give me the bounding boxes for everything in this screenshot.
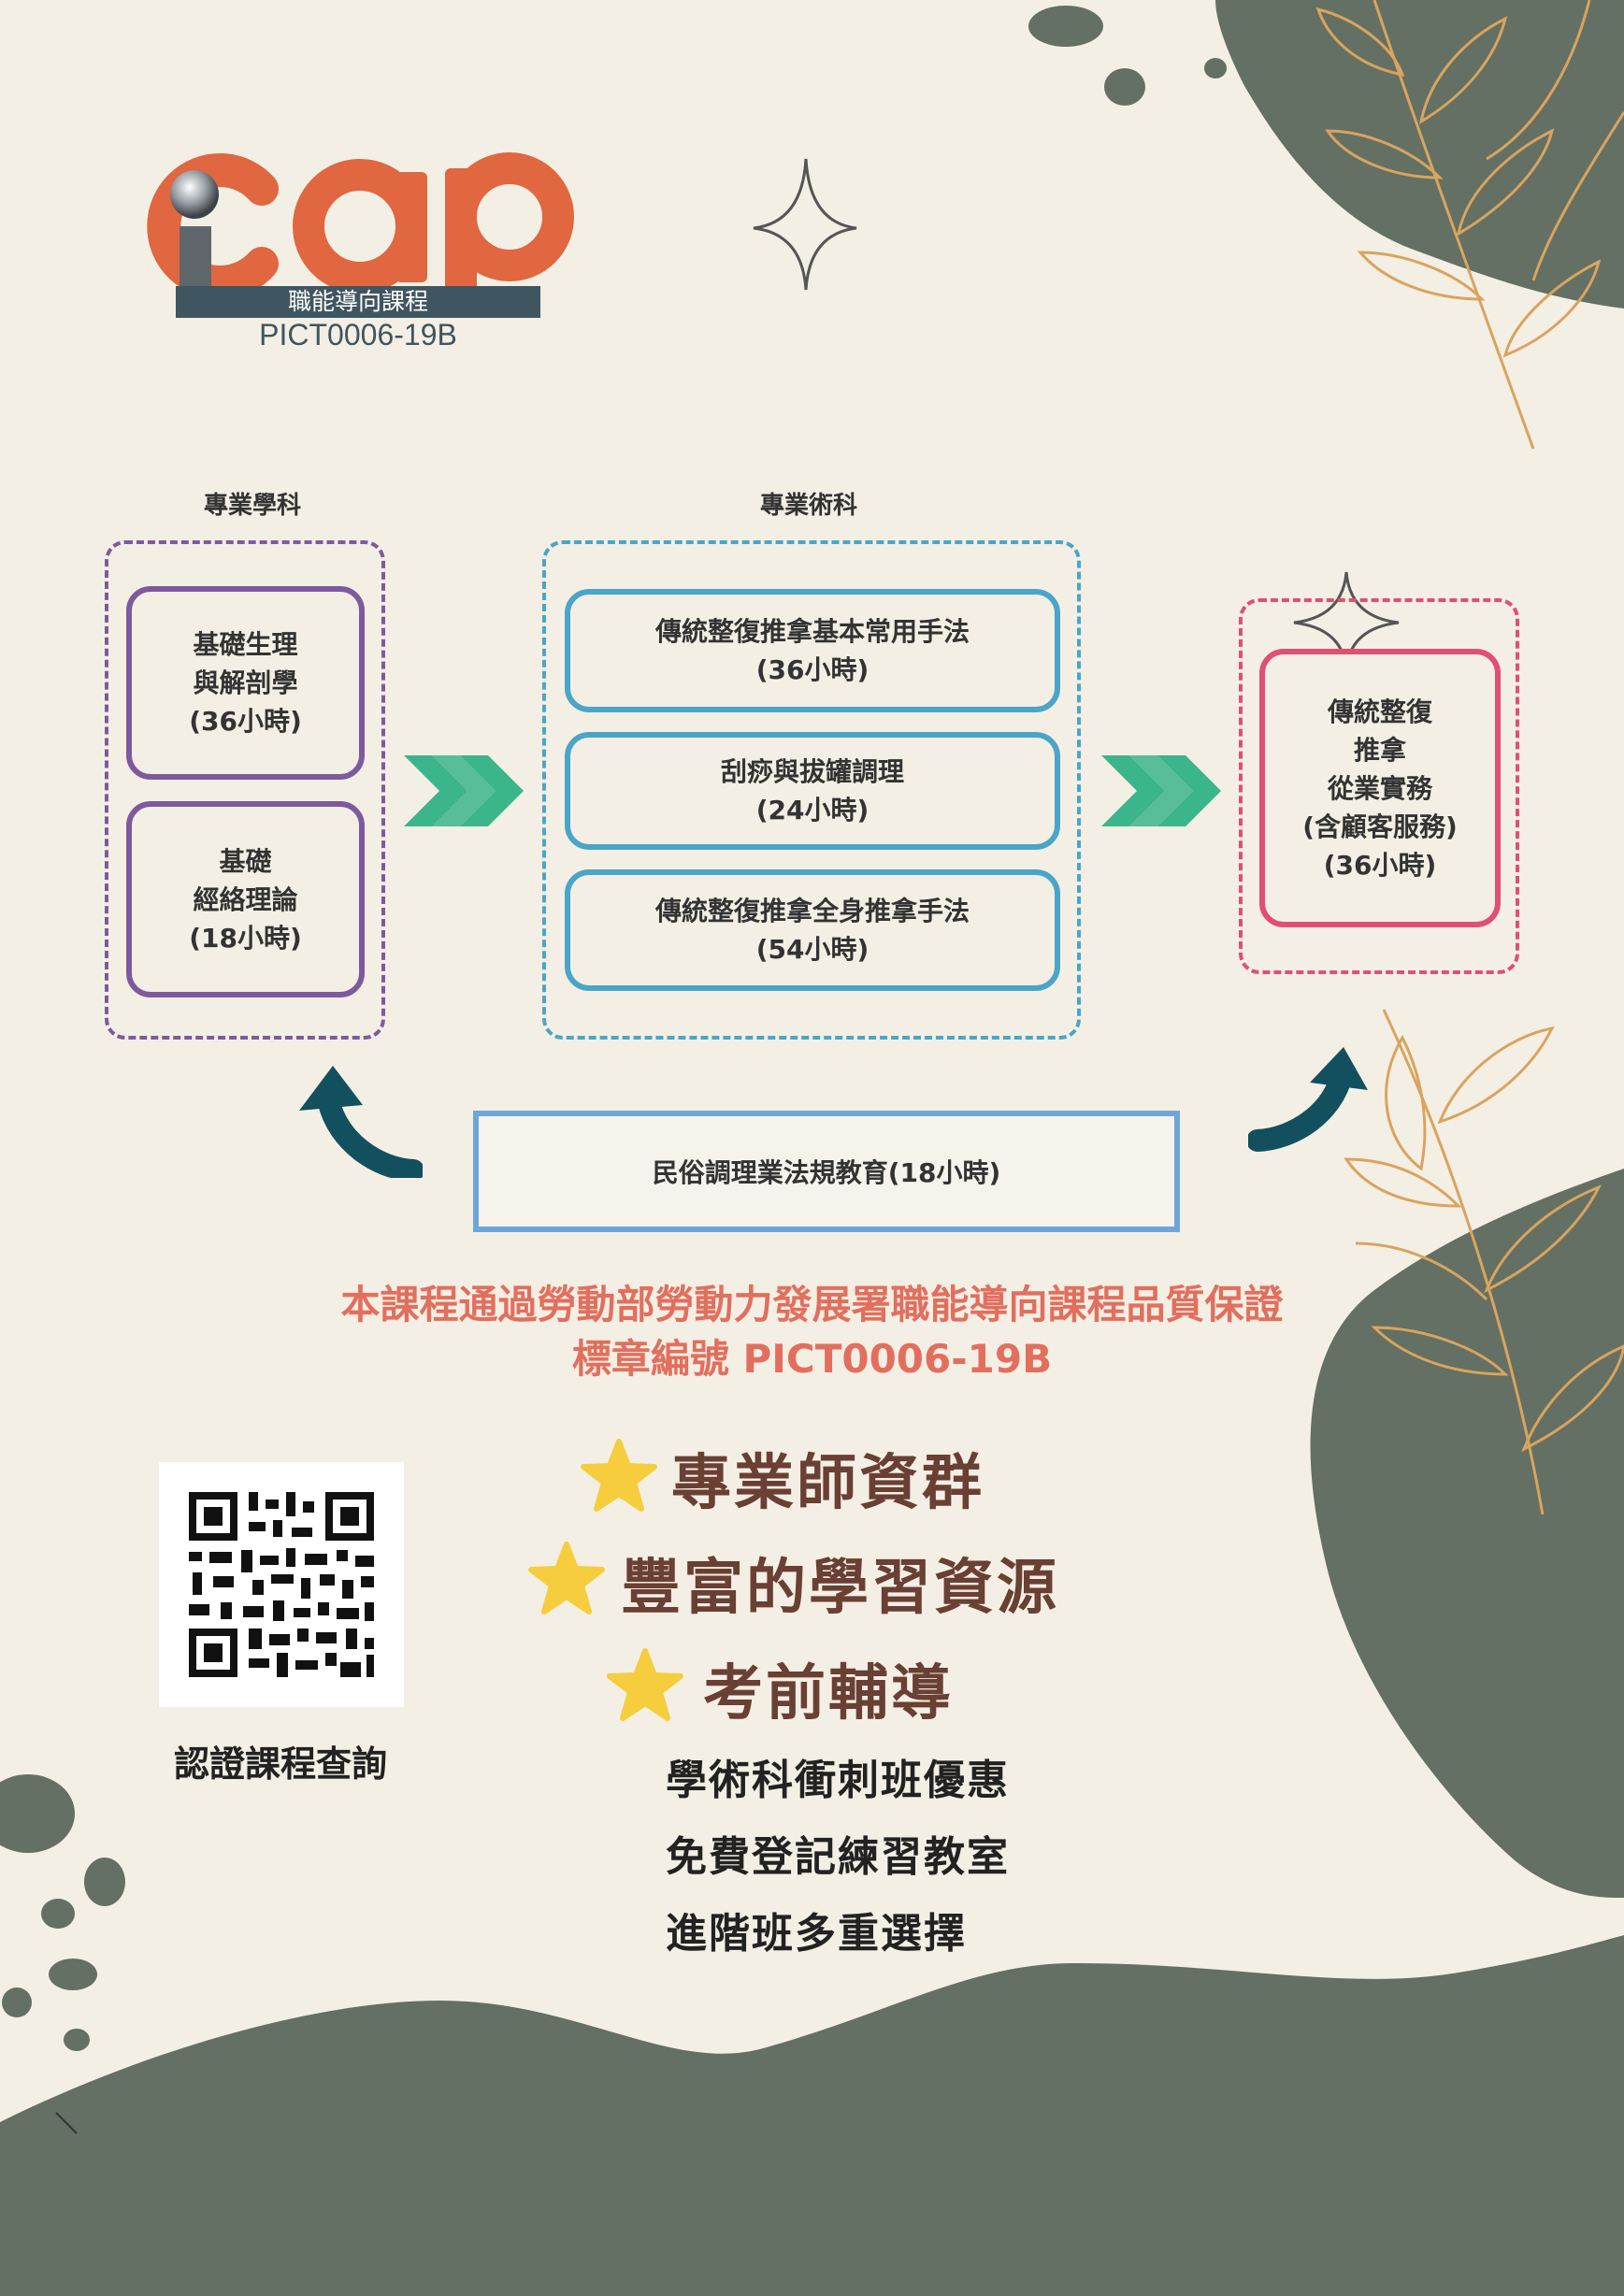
course-box-full-body: 傳統整復推拿全身推拿手法 (54小時) — [565, 869, 1060, 991]
leaf-icon — [1344, 1009, 1624, 1515]
curved-arrow-icon — [299, 1066, 423, 1178]
course-line: 經絡理論 — [193, 883, 298, 915]
chevron-arrow-icon — [404, 755, 524, 826]
left-blob-dot — [49, 1959, 97, 1990]
course-line: (24小時) — [755, 795, 869, 825]
course-line: (36小時) — [189, 706, 302, 737]
qr-code-card — [159, 1462, 404, 1707]
top-blob-dot — [1204, 58, 1227, 79]
sparkle-icon — [55, 2112, 78, 2134]
curved-arrow-icon — [1248, 1047, 1368, 1152]
course-line: 傳統整復 — [1327, 696, 1432, 727]
course-line: 與解剖學 — [193, 667, 298, 698]
course-line: (36小時) — [755, 654, 869, 685]
benefit-item: 進階班多重選擇 — [666, 1910, 967, 1958]
certification-line-1: 本課程通過勞動部勞動力發展署職能導向課程品質保證 — [340, 1282, 1284, 1327]
top-blob-dot — [1028, 6, 1103, 47]
course-box-meridian: 基礎 經絡理論 (18小時) — [126, 801, 365, 997]
course-line: 基礎 — [219, 845, 272, 877]
benefit-item: 免費登記練習教室 — [666, 1833, 1010, 1881]
course-line: 傳統整復推拿全身推拿手法 — [654, 896, 970, 926]
practical-group — [542, 540, 1081, 1040]
qr-code-icon — [189, 1492, 374, 1677]
star-icon — [607, 1648, 683, 1721]
left-blob-dot — [0, 1774, 75, 1853]
course-line: (54小時) — [755, 934, 869, 965]
qr-code-label: 認證課程查詢 — [173, 1744, 387, 1785]
law-education-box: 民俗調理業法規教育(18小時) — [473, 1111, 1180, 1232]
practice-group — [1239, 598, 1519, 974]
feature-resources: 豐富的學習資源 — [621, 1554, 1059, 1623]
course-box-practice: 傳統整復 推拿 從業實務 (含顧客服務) (36小時) — [1259, 649, 1501, 927]
sparkle-icon — [753, 158, 857, 291]
course-line: 基礎生理 — [193, 629, 298, 660]
star-icon — [528, 1542, 605, 1614]
cap-logo: 職能導向課程 PICT0006-19B — [122, 123, 598, 357]
course-line: (含顧客服務) — [1302, 811, 1458, 842]
leaf-icon — [1315, 0, 1624, 450]
top-blob-dot — [1104, 68, 1145, 106]
course-box-physiology: 基礎生理 與解剖學 (36小時) — [126, 586, 365, 780]
top-right-blob — [1215, 0, 1624, 309]
course-line: (18小時) — [189, 922, 302, 954]
logo-code: PICT0006-19B — [259, 318, 457, 352]
course-line: (36小時) — [1323, 849, 1437, 881]
course-line: 傳統整復推拿基本常用手法 — [654, 616, 970, 647]
logo-subtitle-bar: 職能導向課程 — [176, 286, 540, 318]
course-line: 從業實務 — [1327, 772, 1432, 804]
bottom-blob — [0, 1935, 1624, 2296]
academic-column-title: 專業學科 — [203, 492, 301, 520]
certification-line-2: 標章編號 PICT0006-19B — [571, 1336, 1053, 1382]
left-blob-dot — [84, 1858, 125, 1906]
chevron-arrow-icon — [1101, 755, 1221, 826]
right-middle-blob — [1310, 1169, 1624, 1898]
course-box-gua-sha: 刮痧與拔罐調理 (24小時) — [565, 732, 1060, 850]
academic-group — [105, 540, 385, 1040]
star-icon — [581, 1439, 657, 1512]
course-line: 刮痧與拔罐調理 — [720, 756, 904, 787]
course-line: 推拿 — [1353, 734, 1406, 766]
left-blob-dot — [64, 2029, 90, 2051]
left-blob-dot — [2, 1987, 32, 2017]
benefit-item: 學術科衝刺班優惠 — [666, 1757, 1010, 1804]
feature-tutoring: 考前輔導 — [703, 1659, 954, 1729]
practical-column-title: 專業術科 — [759, 492, 857, 520]
course-box-basic-techniques: 傳統整復推拿基本常用手法 (36小時) — [565, 589, 1060, 712]
law-education-text: 民俗調理業法規教育(18小時) — [652, 1157, 1001, 1188]
left-blob-dot — [41, 1899, 75, 1929]
feature-teachers: 專業師資群 — [671, 1449, 984, 1518]
